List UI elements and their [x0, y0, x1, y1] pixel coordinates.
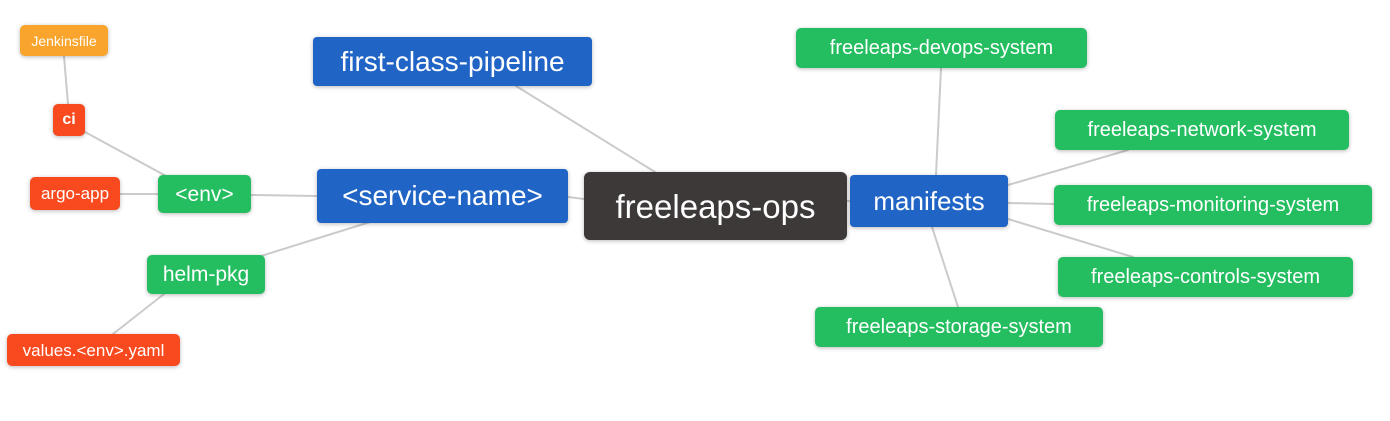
node-helm-pkg[interactable]: helm-pkg [147, 255, 265, 294]
edge-ci-env [84, 131, 167, 177]
node-freeleaps-controls-system[interactable]: freeleaps-controls-system [1058, 257, 1353, 297]
edge-values-helm-pkg [112, 293, 165, 335]
node-values-env-yaml[interactable]: values.<env>.yaml [7, 334, 180, 366]
node-manifests[interactable]: manifests [850, 175, 1008, 227]
node-freeleaps-storage-system[interactable]: freeleaps-storage-system [815, 307, 1103, 347]
node-jenkinsfile[interactable]: Jenkinsfile [20, 25, 108, 56]
node-freeleaps-network-system[interactable]: freeleaps-network-system [1055, 110, 1349, 150]
edge-manifests-monitoring-system [1007, 202, 1055, 205]
edge-manifests-network-system [1007, 149, 1129, 186]
edge-helm-pkg-service-name [260, 221, 371, 257]
node-freeleaps-ops[interactable]: freeleaps-ops [584, 172, 847, 240]
edge-manifests-controls-system [1007, 218, 1134, 258]
node-env[interactable]: <env> [158, 175, 251, 213]
node-freeleaps-monitoring-system[interactable]: freeleaps-monitoring-system [1054, 185, 1372, 225]
node-freeleaps-devops-system[interactable]: freeleaps-devops-system [796, 28, 1087, 68]
edge-manifests-devops-system [935, 67, 942, 176]
node-service-name[interactable]: <service-name> [317, 169, 568, 223]
edge-manifests-storage-system [931, 226, 959, 308]
node-argo-app[interactable]: argo-app [30, 177, 120, 210]
edge-first-class-pipeline-freeleaps-ops [515, 85, 656, 173]
edge-env-service-name [250, 194, 318, 197]
node-first-class-pipeline[interactable]: first-class-pipeline [313, 37, 592, 86]
edge-jenkinsfile-ci [63, 55, 69, 105]
edge-service-name-freeleaps-ops [567, 196, 585, 200]
node-ci[interactable]: ci [53, 104, 85, 136]
